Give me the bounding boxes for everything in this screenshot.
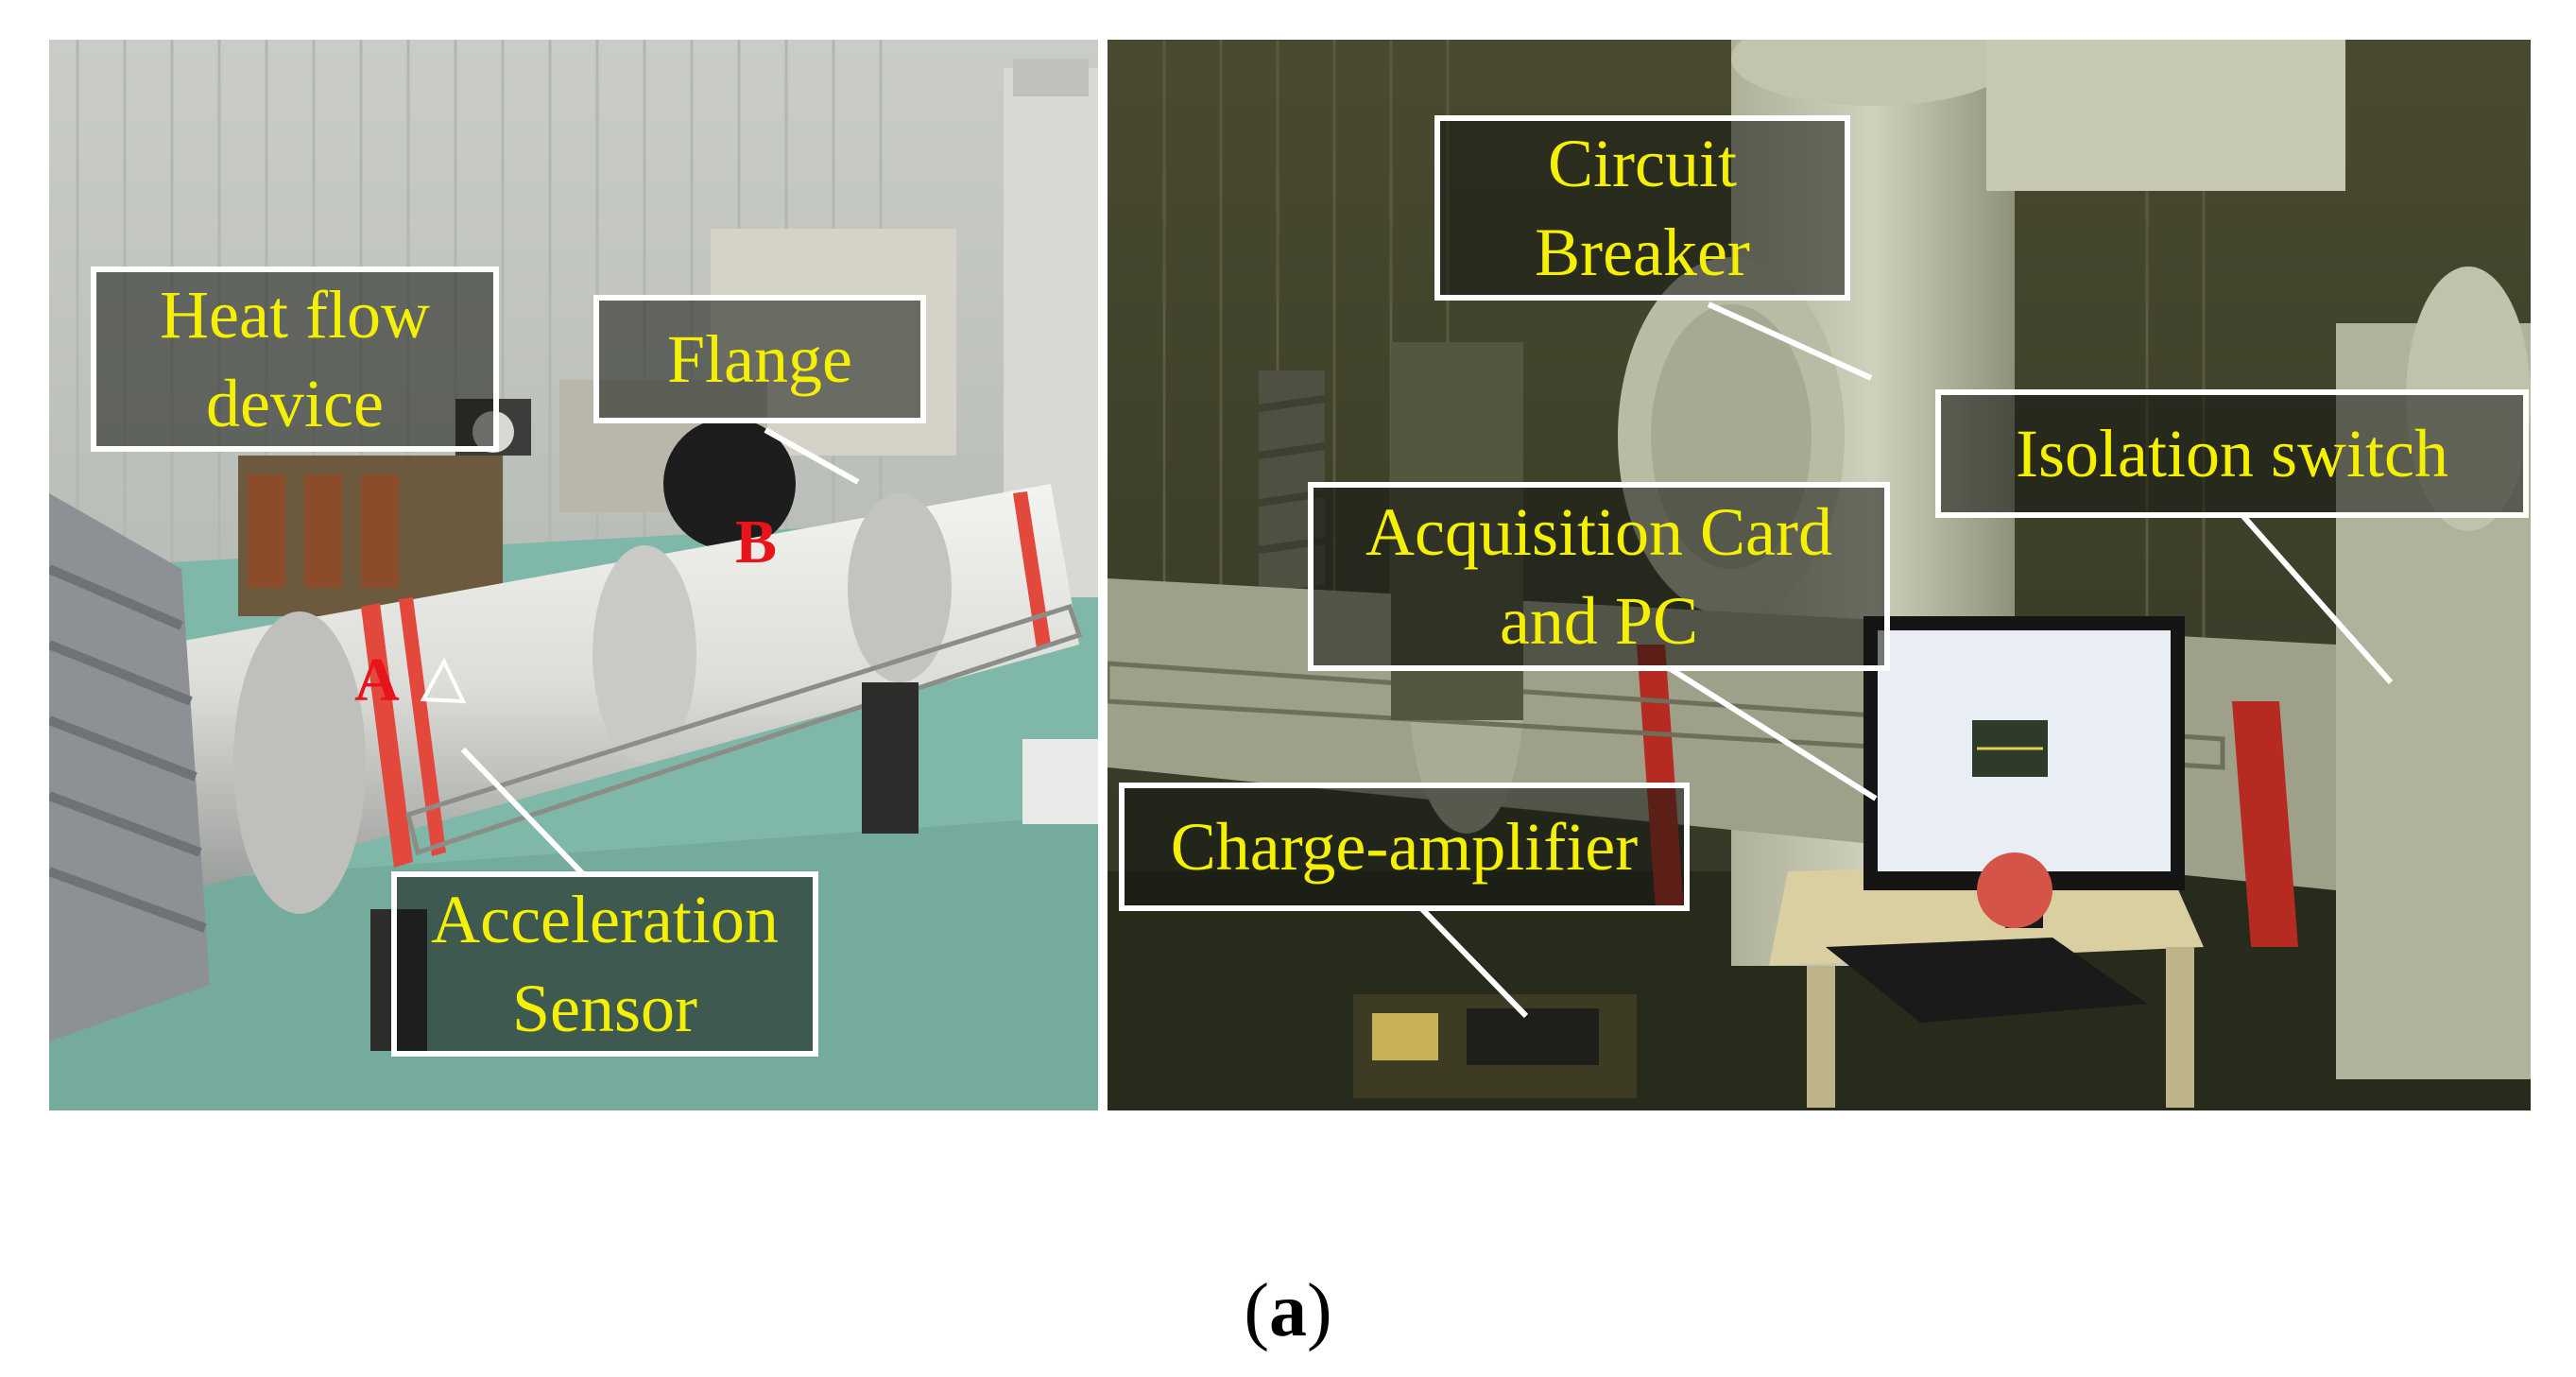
acquisition-label-line2: and PC bbox=[1499, 583, 1698, 659]
circuit-breaker-label-line1: Circuit bbox=[1548, 126, 1737, 201]
flange-label: Flange bbox=[593, 295, 926, 423]
heat-flow-label-line1: Heat flow bbox=[160, 277, 430, 353]
caption-close-paren: ) bbox=[1307, 1269, 1332, 1352]
circuit-breaker-label: Circuit Breaker bbox=[1434, 115, 1850, 301]
point-a-marker: A bbox=[354, 645, 400, 714]
acceleration-label-line1: Acceleration bbox=[431, 882, 779, 957]
acceleration-sensor-label: Acceleration Sensor bbox=[391, 871, 818, 1057]
point-b-marker: B bbox=[735, 508, 778, 577]
flange-label-text: Flange bbox=[667, 321, 852, 397]
charge-amplifier-label: Charge-amplifier bbox=[1119, 783, 1690, 911]
charge-amplifier-label-text: Charge-amplifier bbox=[1170, 809, 1639, 885]
isolation-switch-label-text: Isolation switch bbox=[2016, 416, 2448, 491]
acquisition-card-label: Acquisition Card and PC bbox=[1308, 482, 1890, 671]
caption-open-paren: ( bbox=[1244, 1269, 1269, 1352]
circuit-breaker-label-line2: Breaker bbox=[1535, 215, 1750, 290]
figure-caption: (a) bbox=[0, 1268, 2576, 1354]
acquisition-label-line1: Acquisition Card bbox=[1365, 494, 1832, 570]
acceleration-label-line2: Sensor bbox=[512, 971, 697, 1046]
isolation-switch-label: Isolation switch bbox=[1935, 389, 2529, 518]
heat-flow-label-line2: device bbox=[206, 366, 384, 441]
heat-flow-device-label: Heat flow device bbox=[91, 267, 499, 452]
caption-letter: a bbox=[1269, 1269, 1307, 1352]
